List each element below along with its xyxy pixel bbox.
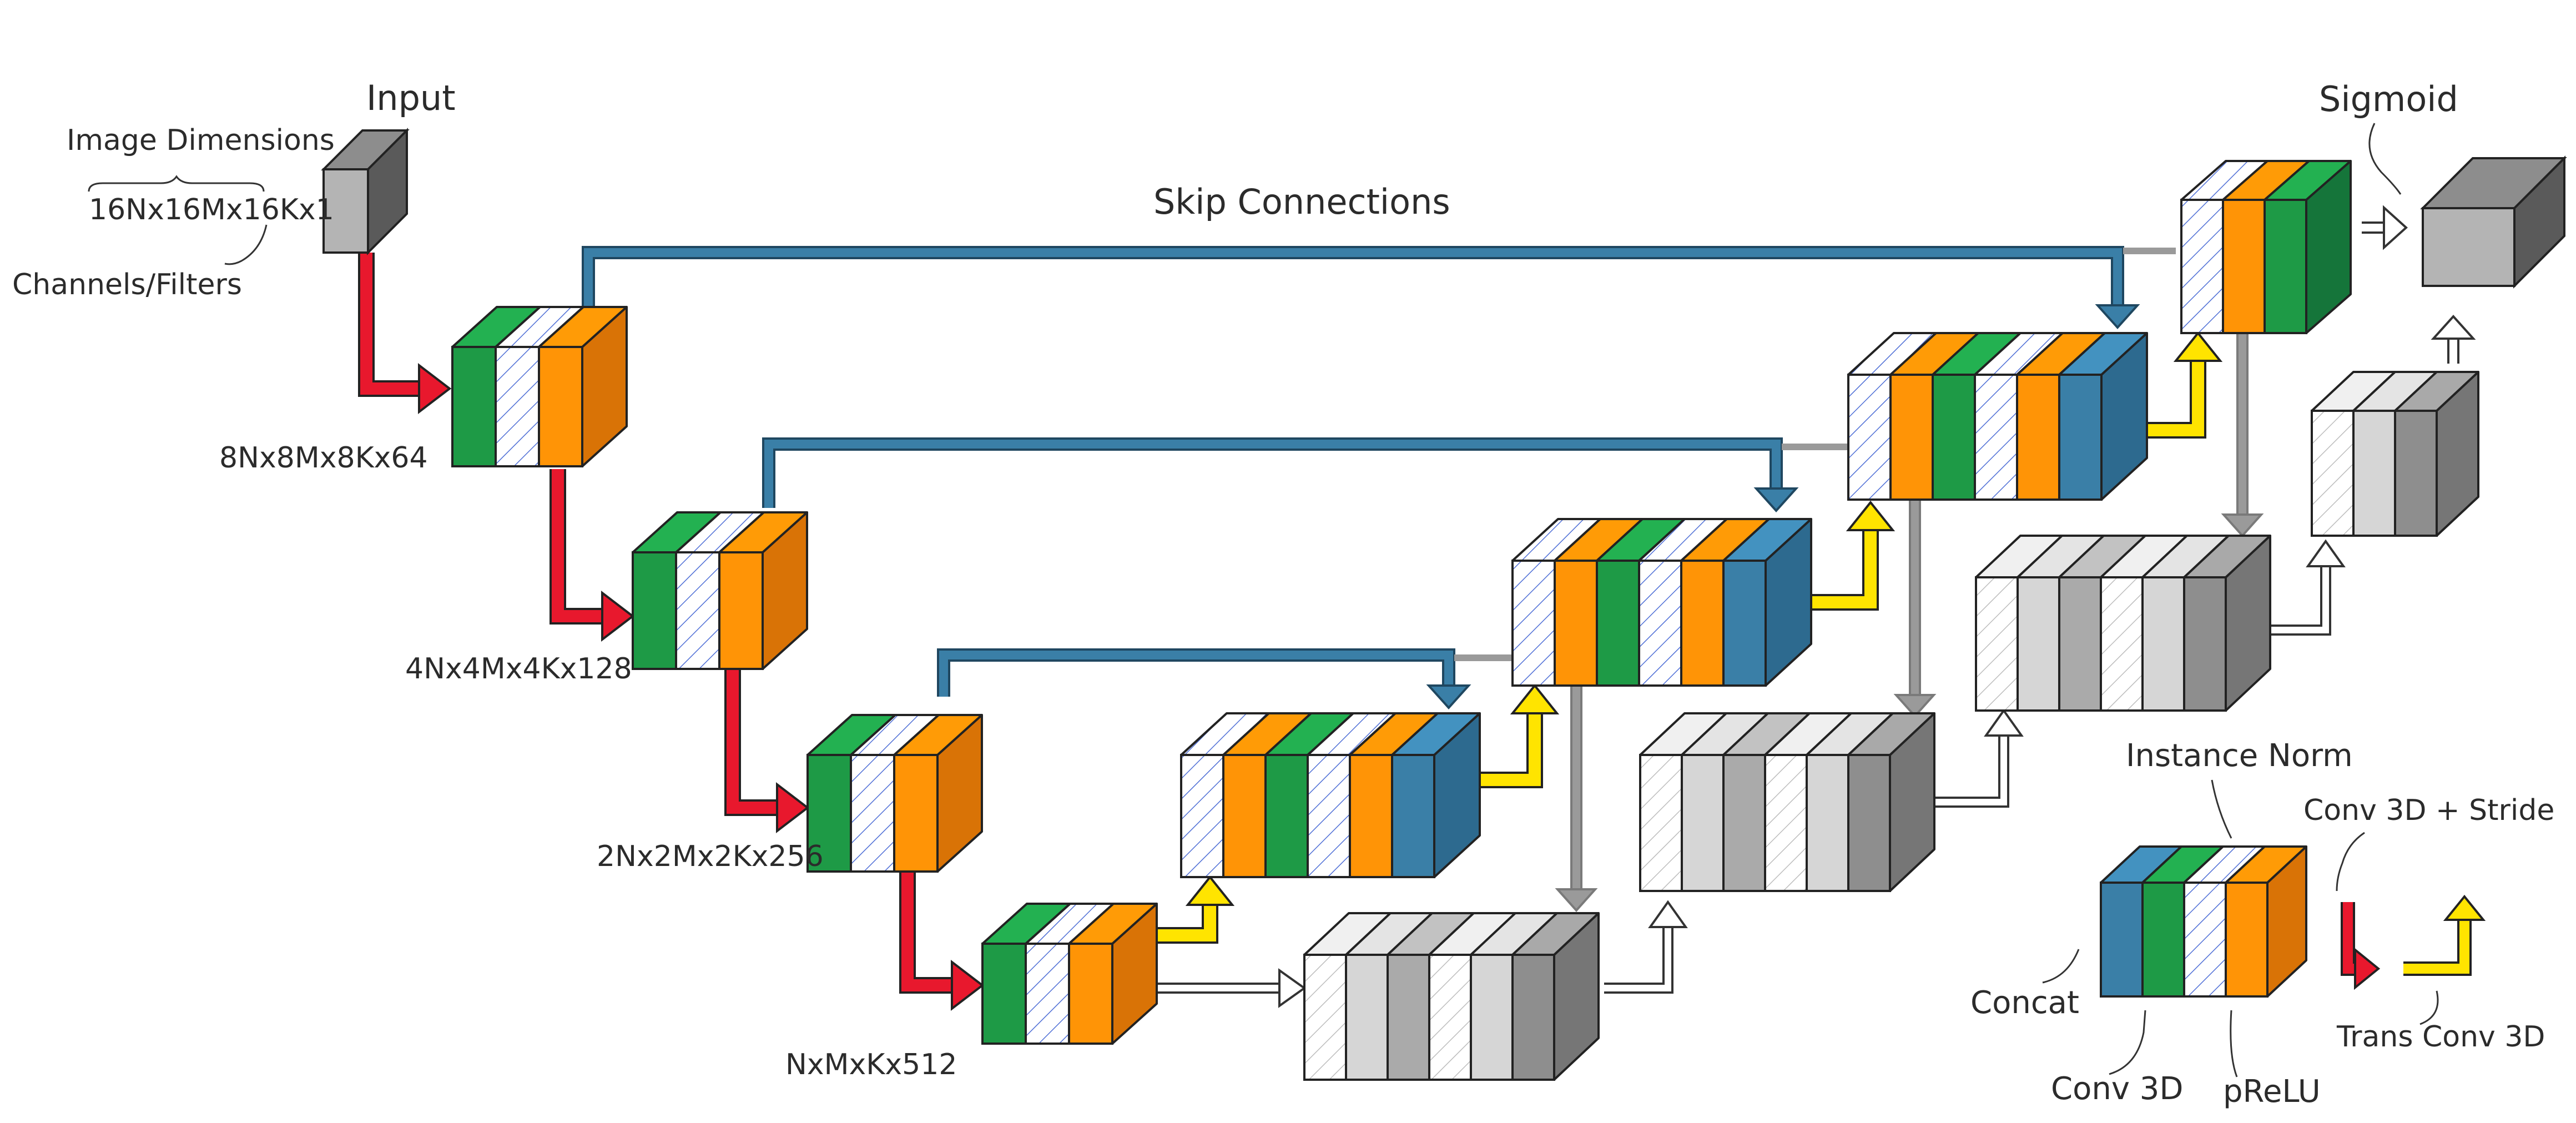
legend-block <box>2100 845 2307 998</box>
image-dimensions-label: Image Dimensions <box>67 124 335 157</box>
decoder-block-1 <box>1180 712 1481 878</box>
decoder-block-top <box>2180 160 2352 334</box>
dims-brace <box>88 175 265 192</box>
legend-conv-stride-pointer <box>2336 832 2365 892</box>
skip-connections-label: Skip Connections <box>1153 182 1450 222</box>
connections <box>358 205 2486 1011</box>
conv-stride-arrow-2 <box>550 469 635 642</box>
input-cube <box>321 128 410 255</box>
level2-dims-label: 4Nx4Mx4Kx128 <box>405 652 632 686</box>
white-arrow-4 <box>2270 539 2346 636</box>
dims-label: 16Nx16Mx16Kx1 <box>89 193 334 226</box>
white-arrow-3 <box>1932 708 2024 808</box>
input-label: Input <box>366 78 456 118</box>
gray-down-1 <box>1555 683 1598 912</box>
sigmoid-pointer <box>2368 123 2402 195</box>
skip-connection-1 <box>582 246 2140 329</box>
skip-connection-3 <box>937 648 1471 709</box>
legend-concat-pointer <box>2042 949 2080 984</box>
legend-prelu-label: pReLU <box>2223 1074 2321 1110</box>
decoder-block-3 <box>1847 332 2148 501</box>
blocks <box>321 128 2567 1081</box>
level1-dims-label: 8Nx8Mx8Kx64 <box>219 441 428 475</box>
encoder-block-3 <box>806 714 983 873</box>
gray-block-1 <box>1303 912 1600 1081</box>
legend-trans-conv-pointer <box>2419 990 2439 1025</box>
legend-trans-conv-arrow <box>2403 894 2486 976</box>
gray-down-3 <box>2221 333 2264 537</box>
legend-conv-stride-arrow <box>2341 902 2381 990</box>
trans-conv-arrow-3 <box>1804 500 1896 611</box>
encoder-block-4 <box>981 903 1158 1045</box>
conv-stride-arrow-1 <box>358 253 452 415</box>
trans-conv-arrow-1 <box>1153 875 1235 944</box>
gray-block-3 <box>1975 535 2271 712</box>
legend-trans-conv-label: Trans Conv 3D <box>2336 1020 2545 1054</box>
legend-conv-stride-label: Conv 3D + Stride <box>2303 794 2554 827</box>
white-arrow-6 <box>2362 205 2408 250</box>
legend-conv3d-pointer <box>2109 1010 2146 1075</box>
encoder-block-2 <box>632 511 808 670</box>
trans-conv-arrow-2 <box>1471 683 1560 788</box>
gray-block-2 <box>1639 712 1935 892</box>
legend-instance-norm-pointer <box>2211 779 2232 839</box>
legend-instance-norm-label: Instance Norm <box>2126 738 2353 774</box>
sigmoid-label: Sigmoid <box>2319 79 2458 119</box>
trans-conv-arrow-4 <box>2137 331 2223 439</box>
legend-conv3d-label: Conv 3D <box>2051 1071 2184 1107</box>
channels-label: Channels/Filters <box>12 268 242 301</box>
output-cube <box>2420 155 2567 289</box>
legend-concat-label: Concat <box>1970 985 2079 1021</box>
white-arrow-1 <box>1153 968 1307 1008</box>
conv-stride-arrow-4 <box>899 872 985 1011</box>
white-arrow-2 <box>1604 900 1688 994</box>
level3-dims-label: 2Nx2Mx2Kx256 <box>597 840 824 873</box>
encoder-block-1 <box>451 306 628 467</box>
channels-pointer <box>224 224 268 265</box>
conv-stride-arrow-3 <box>724 669 810 834</box>
white-arrow-5 <box>2431 315 2476 364</box>
decoder-block-2 <box>1511 518 1812 687</box>
skip-connection-2 <box>762 437 1799 512</box>
level4-dims-label: NxMxKx512 <box>785 1048 957 1081</box>
gray-block-4 <box>2311 371 2479 537</box>
legend-prelu-pointer <box>2230 1010 2238 1077</box>
gray-down-2 <box>1893 500 1937 718</box>
